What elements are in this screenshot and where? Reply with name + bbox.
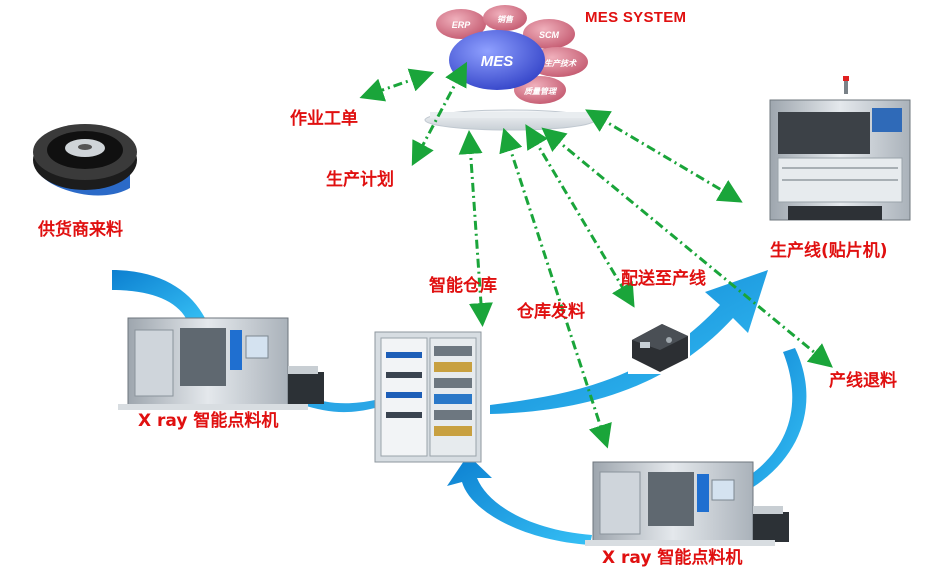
information-flow-arrows xyxy=(359,61,833,449)
production-plan-label: 生产计划 xyxy=(326,170,394,190)
supplier-reel-image xyxy=(33,124,137,196)
smt-machine-image xyxy=(769,76,911,221)
xray-bottom-label: X ray 智能点料机 xyxy=(602,548,743,568)
module-sales: 销售 xyxy=(497,15,514,24)
warehouse-issue-label: 仓库发料 xyxy=(517,302,585,322)
deliver-to-line-label: 配送至产线 xyxy=(621,269,706,289)
line-return-label: 产线退料 xyxy=(829,371,897,391)
mes-system-cluster: MES ERP 销售 SCM 生产技术 质量管理 xyxy=(424,5,596,131)
module-erp: ERP xyxy=(452,20,472,30)
smart-warehouse-image xyxy=(374,331,482,463)
mes-core-label: MES xyxy=(481,53,514,70)
xray-machine-bottom-image xyxy=(585,461,789,546)
feeder-cart-image xyxy=(628,318,690,374)
smt-line-label: 生产线(贴片机) xyxy=(770,241,888,261)
xray-machine-top-image xyxy=(118,317,324,410)
mes-core-bubble xyxy=(449,30,545,90)
work-order-label: 作业工单 xyxy=(290,109,358,129)
module-scm: SCM xyxy=(539,30,560,40)
supplier-label: 供货商来料 xyxy=(38,220,123,240)
warehouse-label: 智能仓库 xyxy=(429,276,497,296)
module-quality: 质量管理 xyxy=(523,87,558,96)
erp-bubble xyxy=(436,9,486,39)
mes-system-title: MES SYSTEM xyxy=(585,9,687,26)
sales-bubble xyxy=(483,5,527,31)
xray-top-label: X ray 智能点料机 xyxy=(138,411,279,431)
module-production-tech: 生产技术 xyxy=(544,59,577,68)
scm-bubble xyxy=(523,19,575,49)
